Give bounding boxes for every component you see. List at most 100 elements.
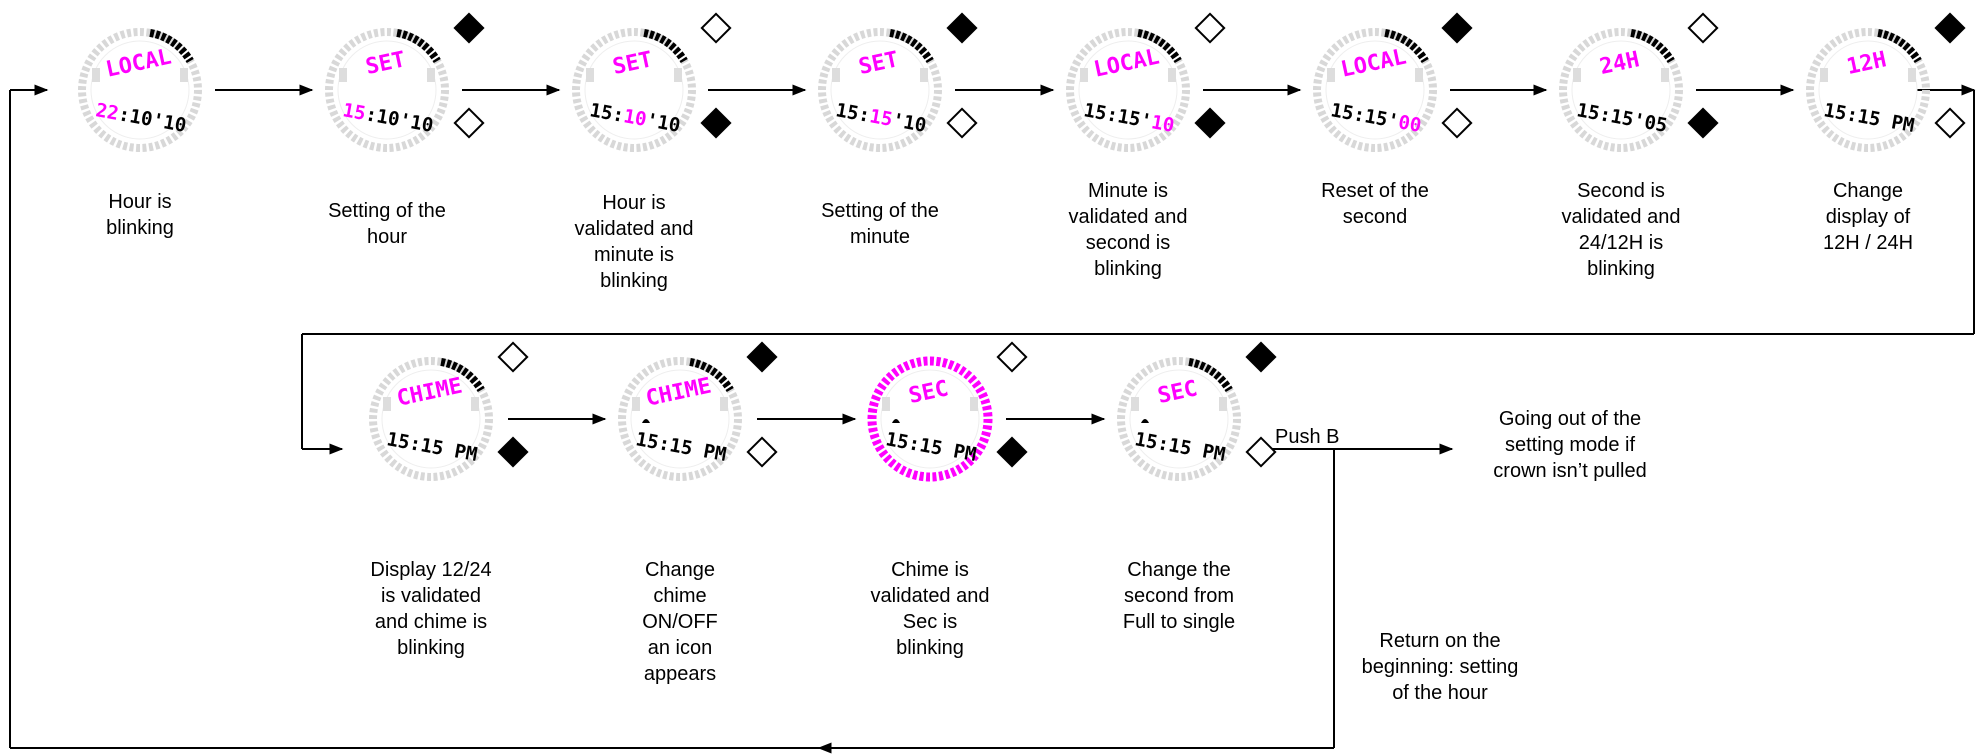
time-part: 15 bbox=[1363, 105, 1389, 131]
time-part: 15 bbox=[1116, 105, 1142, 131]
time-part: 15 bbox=[1167, 434, 1193, 460]
dial bbox=[1571, 40, 1671, 140]
caption-line: 24/12H is bbox=[1578, 232, 1664, 254]
side-indicator bbox=[970, 397, 978, 411]
dial bbox=[90, 40, 190, 140]
step-caption: Hour is validated and minute is blinking bbox=[539, 190, 729, 294]
side-indicator bbox=[1080, 68, 1088, 82]
button-icon bbox=[700, 12, 732, 44]
connector-lines bbox=[9, 84, 1976, 754]
crown-buttons bbox=[453, 12, 1966, 468]
button-icon bbox=[746, 436, 778, 468]
time-part: : bbox=[857, 103, 872, 127]
caption-line: blinking bbox=[600, 270, 668, 292]
time-readout: 22:10'10 bbox=[94, 99, 188, 137]
time-part: 15 bbox=[868, 105, 894, 131]
exit-note-line: Going out of the bbox=[1498, 408, 1642, 430]
caption-line: validated and bbox=[574, 218, 694, 240]
pushed-button-icon bbox=[996, 436, 1028, 468]
bezel-ring bbox=[1066, 28, 1190, 152]
time-part: 22 bbox=[94, 99, 120, 125]
time-part: : bbox=[1352, 103, 1367, 127]
caption-line: Change bbox=[644, 559, 716, 581]
second-segments bbox=[1188, 357, 1233, 393]
button-icon bbox=[1245, 436, 1277, 468]
button-icon bbox=[1194, 12, 1226, 44]
caption-line: Change bbox=[1832, 180, 1904, 202]
bezel-ring bbox=[78, 28, 202, 152]
second-segments bbox=[643, 28, 688, 64]
time-part: 10 bbox=[1150, 111, 1176, 137]
caption-line: Setting of the bbox=[821, 200, 939, 222]
side-indicator bbox=[1573, 68, 1581, 82]
time-part: ' bbox=[150, 109, 165, 133]
step-caption: Hour is blinking bbox=[45, 189, 235, 241]
time-part: 15 bbox=[1329, 99, 1355, 125]
time-part: 15 bbox=[385, 428, 411, 454]
time-part: 15 bbox=[884, 428, 910, 454]
time-part: 15 bbox=[341, 99, 367, 125]
caption-line: appears bbox=[643, 663, 717, 685]
caption-line: Hour is bbox=[108, 191, 172, 213]
time-part: 15 bbox=[1609, 105, 1635, 131]
exit-note-line: setting mode if bbox=[1504, 434, 1636, 456]
time-part: 00 bbox=[1397, 111, 1423, 137]
pushed-button-icon bbox=[497, 436, 529, 468]
bell-icon bbox=[642, 419, 650, 423]
side-indicator bbox=[383, 397, 391, 411]
caption-line: blinking bbox=[896, 637, 964, 659]
pushed-button-icon bbox=[946, 12, 978, 44]
button-icon bbox=[946, 107, 978, 139]
dial bbox=[1818, 40, 1918, 140]
return-note-line: beginning: setting bbox=[1361, 656, 1519, 678]
time-part: ' bbox=[1385, 109, 1400, 133]
time-part: 10 bbox=[128, 105, 154, 131]
second-segments bbox=[889, 28, 934, 64]
button-icon bbox=[1441, 107, 1473, 139]
side-indicator bbox=[180, 68, 188, 82]
caption-line: Sec is bbox=[902, 611, 958, 633]
dial bbox=[1325, 40, 1425, 140]
caption-line: 12H / 24H bbox=[1822, 232, 1914, 254]
caption-line: blinking bbox=[106, 217, 174, 239]
pushed-button-icon bbox=[1441, 12, 1473, 44]
side-indicator bbox=[339, 68, 347, 82]
pushed-button-icon bbox=[453, 12, 485, 44]
bezel-ring bbox=[1559, 28, 1683, 152]
dial bbox=[381, 369, 481, 469]
caption-line: minute is bbox=[593, 244, 675, 266]
caption-line: Setting of the bbox=[328, 200, 446, 222]
time-part: 10 bbox=[902, 111, 928, 137]
caption-line: Hour is bbox=[602, 192, 666, 214]
dial bbox=[584, 40, 684, 140]
bezel-ring bbox=[867, 356, 993, 482]
time-part: 15 bbox=[1856, 105, 1882, 131]
exit-note: Going out of the setting mode if crown i… bbox=[1455, 406, 1685, 484]
bezel-ring bbox=[325, 28, 449, 152]
bezel-ring bbox=[369, 357, 493, 481]
pushed-button-icon bbox=[1245, 341, 1277, 373]
side-indicator bbox=[1661, 68, 1669, 82]
side-indicator bbox=[1219, 397, 1227, 411]
side-indicator bbox=[1908, 68, 1916, 82]
bezel-ring bbox=[1313, 28, 1437, 152]
bezel-ring bbox=[1117, 357, 1241, 481]
time-part: 05 bbox=[1643, 111, 1669, 137]
second-segments bbox=[440, 357, 485, 393]
time-part: 15 bbox=[1082, 99, 1108, 125]
time-part: : bbox=[408, 432, 423, 456]
side-indicator bbox=[1415, 68, 1423, 82]
side-indicator bbox=[920, 68, 928, 82]
caption-line: Chime is bbox=[891, 559, 969, 581]
second-segments bbox=[689, 357, 734, 393]
